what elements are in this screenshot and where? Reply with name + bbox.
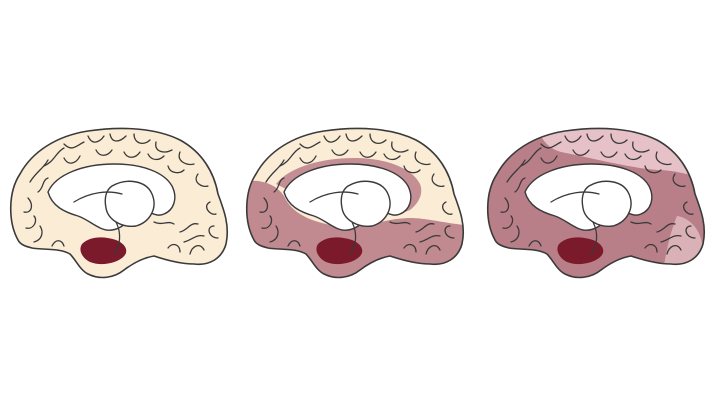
brain-panel-stage-2	[240, 122, 476, 282]
hemisphere-outline	[486, 127, 706, 279]
hemisphere-outline	[9, 127, 229, 279]
brain-panel-stage-1	[4, 122, 240, 282]
thalamus	[340, 180, 391, 227]
thalamus	[581, 180, 632, 227]
brain-diagram-stage-1	[9, 127, 229, 279]
thalamus	[104, 180, 155, 227]
core-region	[80, 237, 127, 265]
core-region	[557, 237, 604, 265]
brain-panel-stage-3	[481, 122, 717, 282]
brain-diagram-stage-3	[486, 127, 706, 279]
brain-diagram-stage-2	[245, 127, 465, 279]
hemisphere-outline	[245, 127, 465, 279]
core-region	[316, 237, 363, 265]
